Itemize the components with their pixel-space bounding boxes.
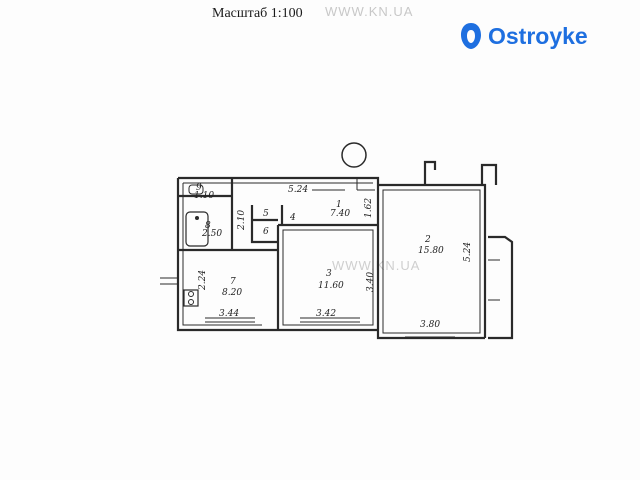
window-room3 [300, 317, 360, 323]
dim-kitchen-left: 2.24 [198, 270, 208, 291]
dim-room2-right: 5.24 [463, 242, 473, 262]
wall-room2-box [378, 183, 487, 338]
bathtub-icon [185, 211, 209, 247]
dim-room2-bottom: 3.80 [420, 320, 440, 330]
room3-inner [282, 229, 374, 326]
bathtub-drain-icon [195, 216, 199, 220]
wall-notch-left [423, 160, 437, 185]
wall-closets [250, 205, 278, 244]
room-3-area: 11.60 [318, 281, 344, 291]
wall-notch-right [480, 163, 498, 185]
dim-room3-bottom: 3.42 [316, 309, 336, 319]
ostroyke-logo-icon [461, 23, 481, 49]
stove-burner-top-icon [188, 291, 194, 297]
dim-room3-right: 3.40 [366, 272, 376, 292]
room-2-area: 15.80 [418, 246, 444, 256]
window-room2 [405, 332, 455, 338]
wall-room2-left [376, 185, 485, 340]
toilet-icon [188, 184, 204, 195]
entry-marker-circle [341, 142, 367, 168]
stove-icon [183, 289, 199, 307]
room-3-number: 3 [326, 269, 332, 279]
room-2-number: 2 [424, 235, 431, 245]
room-8-number: 8 [205, 221, 211, 231]
stove-burner-bottom-icon [188, 299, 194, 305]
room-7-number: 7 [230, 277, 236, 287]
room2-inner [382, 189, 481, 334]
room-9-area: 1.10 [194, 191, 214, 201]
room-7-area: 8.20 [222, 288, 242, 298]
logo-text: Ostroyke [488, 22, 588, 49]
entry-stub [160, 277, 178, 285]
watermark-top: WWW.KN.UA [325, 4, 414, 19]
balcony-door [488, 259, 500, 301]
dim-bath-left: 2.10 [237, 210, 247, 231]
room-9-number: 9 [196, 183, 202, 193]
wall-left [176, 178, 262, 332]
balcony-outline [488, 235, 514, 340]
wall-inner-left [182, 183, 262, 326]
room-1-area: 7.40 [330, 209, 350, 219]
room-1-number: 1 [336, 200, 342, 210]
wall-top-left [178, 176, 380, 185]
watermark-mid: WWW.KN.UA [332, 258, 421, 273]
dim-kitchen-bottom: 3.44 [219, 309, 239, 319]
dim-corridor-top: 5.24 [288, 185, 308, 195]
scale-label: Масштаб 1:100 [212, 6, 303, 21]
room-8-area: 2.50 [201, 229, 222, 239]
ostroyke-logo[interactable]: Ostroyke [460, 22, 588, 50]
window-kitchen [205, 317, 255, 323]
room-6-number: 6 [263, 227, 269, 237]
room-4-number: 4 [289, 213, 296, 223]
room-5-number: 5 [263, 209, 269, 219]
dim-room1-right: 1.62 [364, 198, 374, 218]
